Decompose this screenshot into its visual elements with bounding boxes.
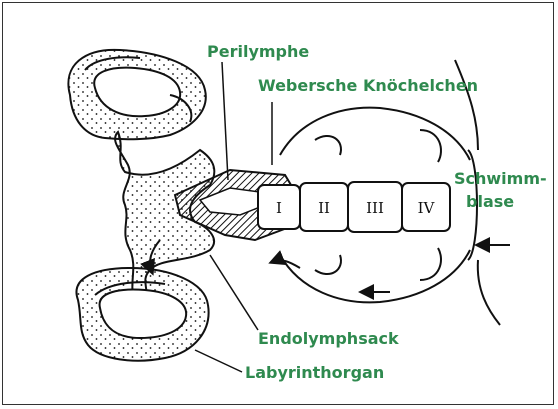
label-schwimmblase-1: Schwimm- [454, 170, 547, 188]
label-schwimmblase-2: blase [466, 193, 514, 211]
label-endolymphsack: Endolymphsack [258, 330, 399, 348]
upper-labyrinth [68, 50, 205, 139]
vertebrae-chain: I II III IV [258, 182, 450, 232]
vertebra-2-label: II [318, 199, 330, 217]
label-webersche-knoechelchen: Webersche Knöchelchen [258, 77, 478, 95]
label-labyrinthorgan: Labyrinthorgan [245, 364, 384, 382]
label-perilymphe: Perilymphe [207, 43, 309, 61]
vertebra-3-label: III [366, 199, 384, 217]
vertebra-4-label: IV [418, 199, 436, 217]
lower-labyrinth [77, 268, 209, 361]
vertebra-1-label: I [276, 199, 282, 217]
